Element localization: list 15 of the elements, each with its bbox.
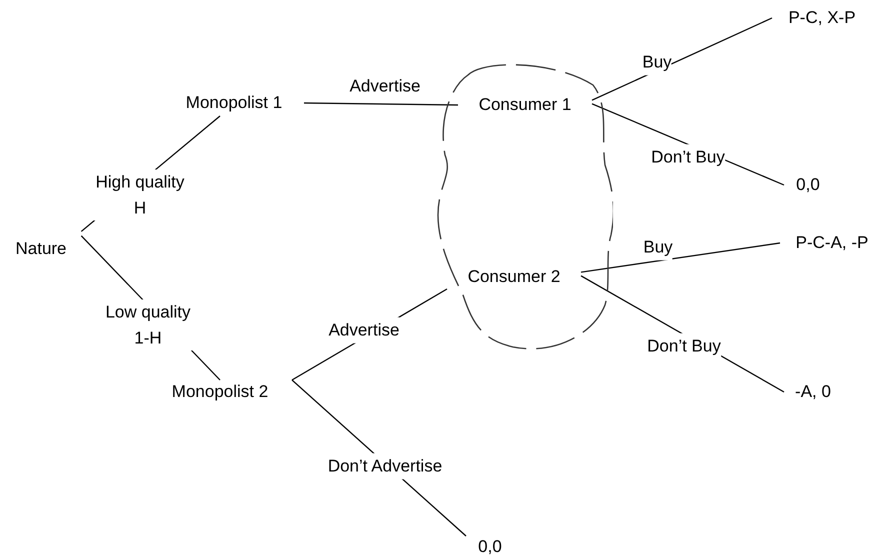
branch-label: Don’t Advertise [328,453,442,479]
payoff-label: 0,0 [466,536,514,557]
chance-node-label: Nature [10,238,72,260]
game-tree-branch [580,242,780,273]
player-node-label: Monopolist 1 [164,90,304,116]
player-node-label: Consumer 2 [447,265,581,289]
game-tree-branch [304,102,458,106]
payoff-label: 0,0 [784,174,832,196]
payoff-label: P-C, X-P [772,6,872,30]
branch-label: Advertise [328,317,400,343]
player-node-label: Consumer 1 [458,93,592,117]
branch-label: Don’t Buy [647,333,721,359]
payoff-label: P-C-A, -P [780,232,884,254]
player-node-label: Monopolist 2 [148,380,292,404]
payoff-label: -A, 0 [784,381,842,403]
